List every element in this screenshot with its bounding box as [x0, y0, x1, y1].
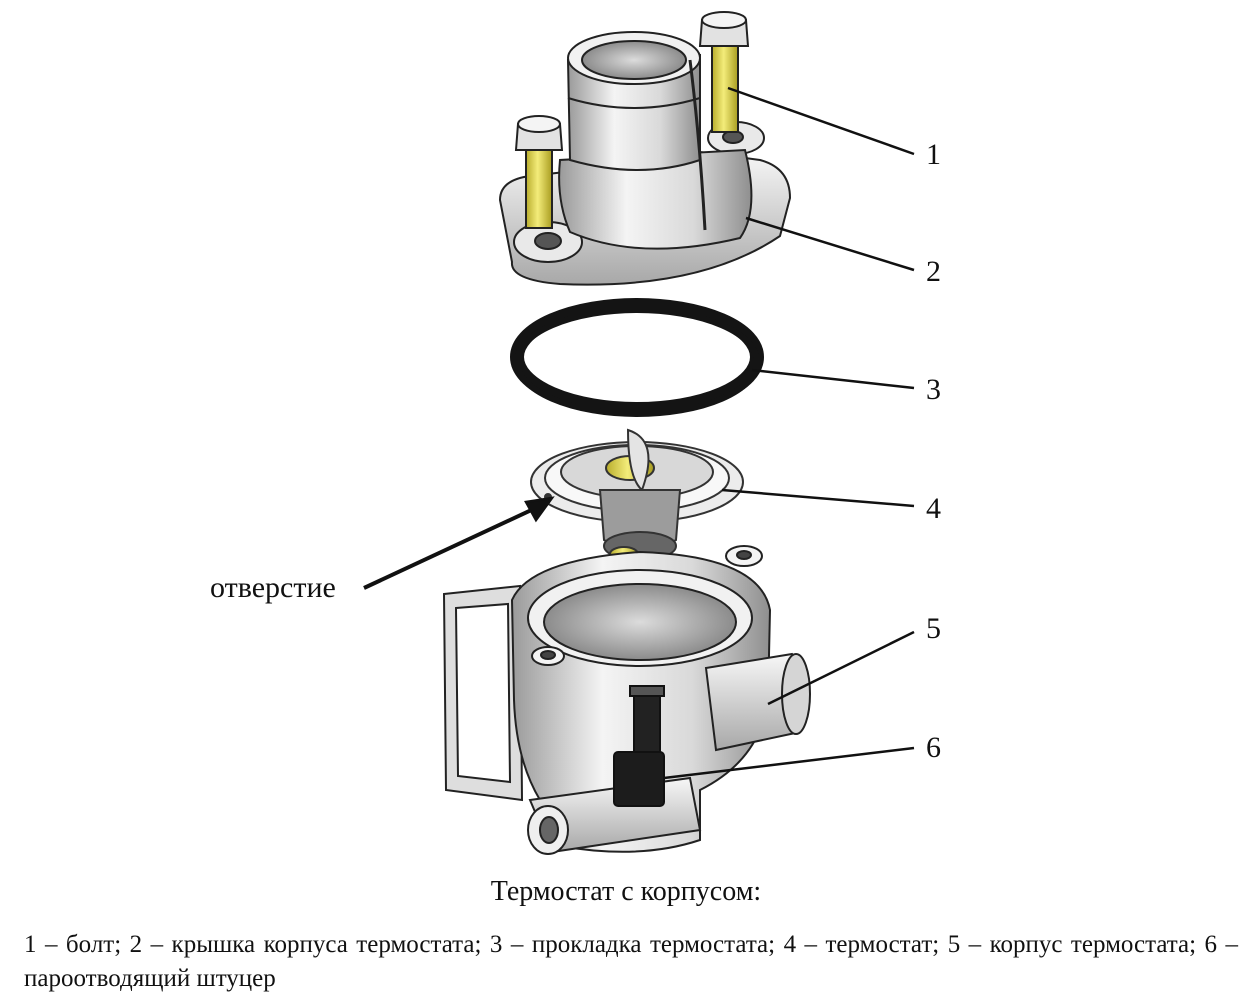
- callout-2: 2: [926, 255, 941, 288]
- steam-outlet-fitting: [613, 685, 665, 807]
- leader-hole-arrowhead: [524, 496, 555, 523]
- callout-hole: отверстие: [210, 571, 336, 604]
- leader-5: [767, 630, 915, 706]
- thermostat-gasket: [510, 298, 764, 417]
- leader-lines: [363, 86, 915, 780]
- callout-3: 3: [926, 373, 941, 406]
- thermostat-housing: [442, 545, 811, 855]
- thermostat-housing-cover: [498, 31, 792, 286]
- leader-3: [751, 368, 915, 390]
- callout-1: 1: [926, 138, 941, 171]
- leader-1: [727, 86, 915, 156]
- figure-legend: 1 – болт; 2 – крышка корпуса термостата;…: [24, 931, 1238, 992]
- thermostat-assembly-diagram: [363, 11, 915, 855]
- bolt-right: [698, 11, 750, 133]
- leader-6: [663, 746, 915, 780]
- callout-5: 5: [926, 612, 941, 645]
- bolt-left: [514, 115, 564, 229]
- callout-6: 6: [926, 731, 941, 764]
- figure-title: Термостат с корпусом:: [490, 876, 762, 907]
- callout-4: 4: [926, 492, 941, 525]
- thermostat: [530, 428, 744, 562]
- leader-hole: [363, 504, 541, 590]
- leader-4: [721, 488, 915, 508]
- leader-2: [745, 216, 915, 272]
